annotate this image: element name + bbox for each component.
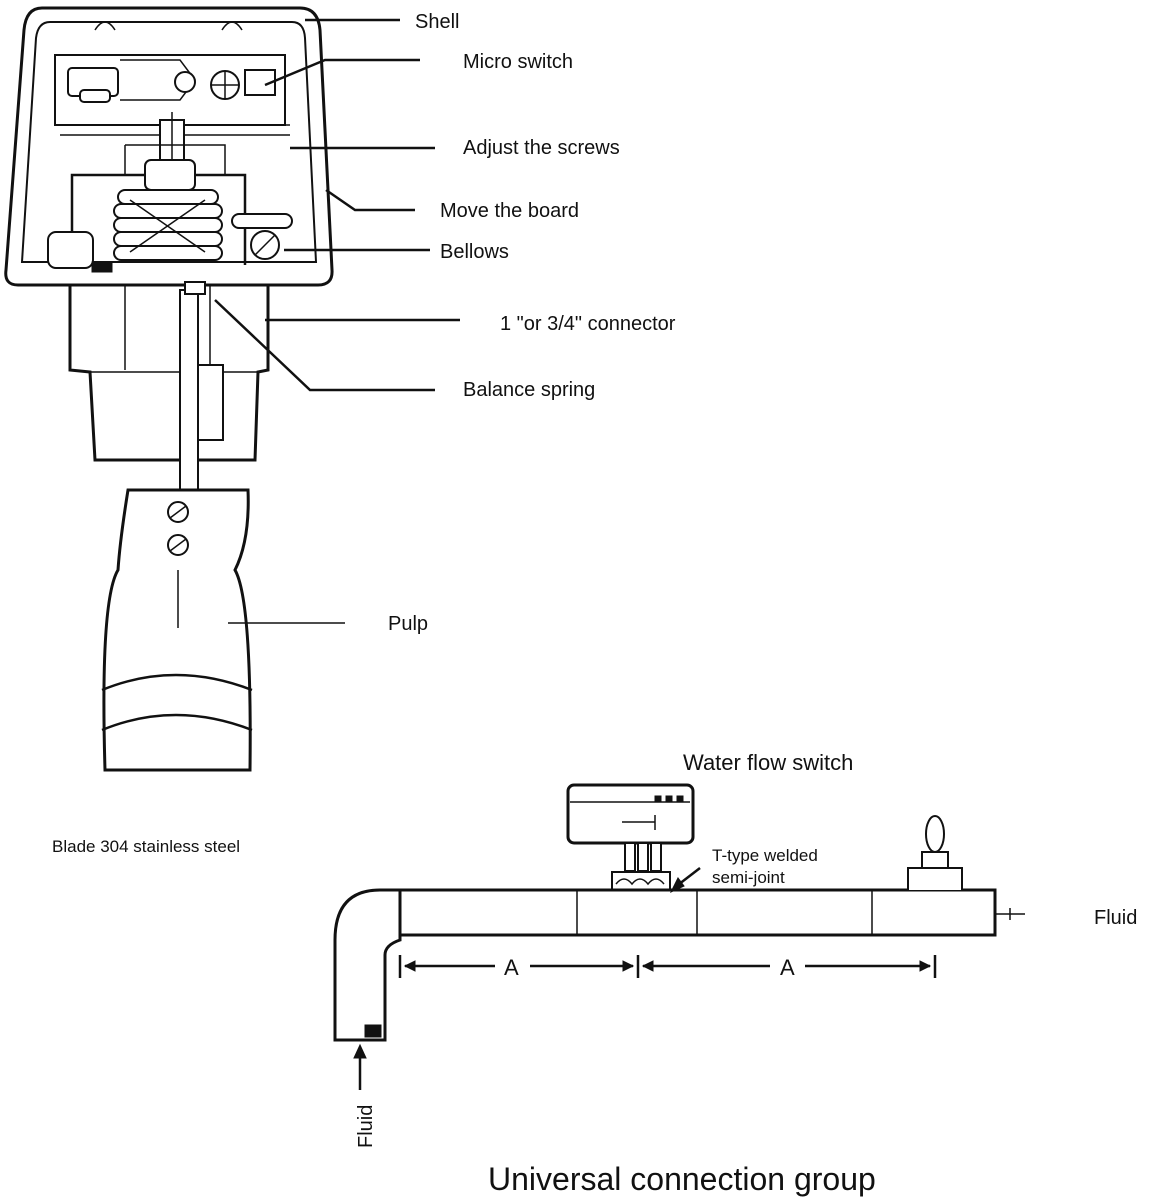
label-t-type-line2: semi-joint — [712, 868, 785, 887]
label-pulp: Pulp — [388, 613, 428, 635]
label-move-board: Move the board — [440, 200, 579, 222]
label-universal-connection-group: Universal connection group — [488, 1161, 876, 1197]
label-water-flow-switch: Water flow switch — [683, 750, 853, 775]
label-dim-a1: A — [504, 955, 519, 980]
label-connector: 1 "or 3/4" connector — [500, 313, 676, 335]
leader-lines — [214, 18, 460, 624]
label-t-type-line1: T-type welded — [712, 846, 818, 865]
pipe-elbow — [333, 888, 402, 1042]
label-shell: Shell — [415, 11, 459, 33]
paddle-blade — [102, 488, 252, 772]
label-adjust-screws: Adjust the screws — [463, 137, 620, 159]
label-bellows: Bellows — [440, 241, 509, 263]
label-dim-a2: A — [780, 955, 795, 980]
label-fluid-out: Fluid — [1094, 907, 1137, 929]
switch-assembly — [4, 6, 334, 772]
label-fluid-in: Fluid — [355, 1105, 377, 1148]
label-micro-switch: Micro switch — [463, 51, 573, 73]
label-balance-spring: Balance spring — [463, 379, 595, 401]
bellows — [113, 159, 223, 261]
label-blade: Blade 304 stainless steel — [52, 837, 240, 856]
connection-group — [333, 783, 1025, 1090]
flow-switch-head — [566, 783, 695, 845]
